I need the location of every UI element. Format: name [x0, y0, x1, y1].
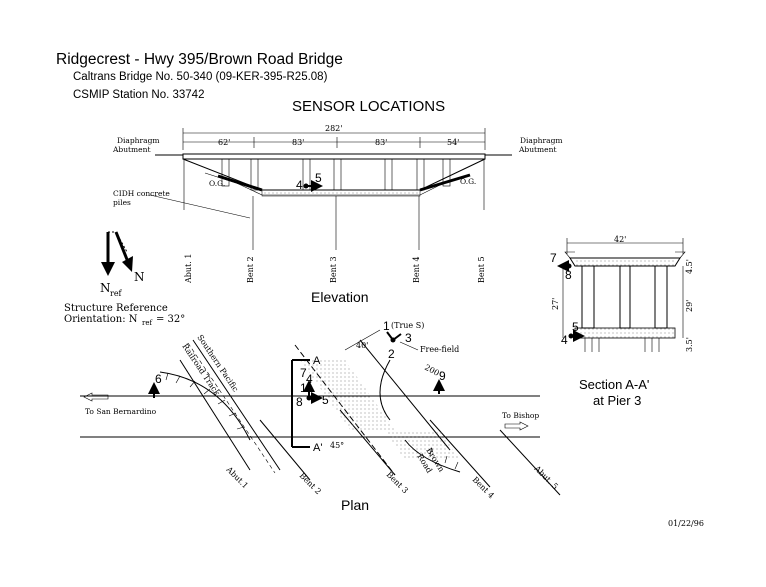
left-slope — [217, 174, 263, 192]
angle-label: 45° — [330, 441, 344, 450]
section-column-3 — [654, 265, 668, 329]
left-barrier — [564, 251, 575, 259]
sensor-6-label: 6 — [155, 372, 162, 386]
plan-bent-3-label: Bent 3 — [385, 470, 410, 495]
elevation-view: 282' 62' 83' 83' 54' Diaphragm Abutment … — [112, 124, 562, 305]
north-label: N — [134, 270, 145, 284]
sensor-8-label: 8 — [296, 395, 303, 409]
abut-5-line — [499, 429, 561, 496]
section-dim-4-5: 4.5' — [685, 259, 694, 274]
to-bishop-label: To Bishop — [502, 411, 539, 420]
abut-1-line — [179, 359, 251, 471]
free-field-label: Free-field — [420, 345, 459, 354]
section-dim-27: 27' — [551, 298, 560, 310]
plan-abut-5-label: Abut. 5 — [532, 463, 560, 491]
bent-columns — [221, 158, 451, 191]
abut-1-label: Abut. 1 — [184, 254, 193, 284]
footing-band — [261, 189, 421, 197]
nref-subscript: ref — [110, 289, 123, 298]
section-sensor-5-label: 5 — [572, 320, 579, 334]
span-1-label: 62' — [218, 138, 230, 147]
bridge-number: Caltrans Bridge No. 50-340 (09-KER-395-R… — [73, 71, 328, 83]
left-end-label-1: Diaphragm — [117, 136, 159, 145]
span-3-label: 83' — [375, 138, 387, 147]
plan-abut-1-label: Abut.1 — [224, 464, 250, 490]
dim-40-label: 40' — [356, 341, 368, 350]
dim-40-line — [344, 329, 381, 351]
station-number: CSMIP Station No. 33742 — [73, 89, 205, 101]
orientation-line-2: Orientation: N — [64, 314, 138, 325]
section-caption-1: Section A-A' — [579, 377, 649, 392]
section-footing — [574, 327, 676, 339]
section-column-2 — [619, 265, 631, 329]
slope-hatching — [165, 372, 459, 470]
to-san-bernardino-label: To San Bernardino — [85, 407, 157, 416]
sensor-9-label: 9 — [439, 369, 446, 383]
section-aa-view: 42' 27' 29' 4.5' 3.5' 7 8 5 — [550, 235, 694, 408]
bent-5-label: Bent 5 — [477, 256, 486, 283]
sensor-5-label: 5 — [315, 171, 322, 185]
bent-2-line — [259, 419, 311, 481]
north-arrow — [114, 231, 130, 263]
section-column-1 — [581, 265, 595, 329]
section-mark-a-prime: A' — [313, 442, 322, 454]
elevation-caption: Elevation — [311, 289, 369, 305]
piles — [183, 160, 485, 250]
sensor-3-label: 3 — [405, 331, 412, 345]
right-end-label-1: Diaphragm — [520, 136, 562, 145]
bridge-deck — [182, 153, 486, 160]
orientation-subscript: ref — [142, 319, 153, 327]
section-sensor-4-label: 4 — [561, 333, 568, 347]
sensor-2-label: 2 — [388, 347, 395, 361]
north-arrows: N N ref Structure Reference Orientation:… — [64, 231, 185, 327]
plan-caption: Plan — [341, 497, 369, 513]
page-title: Ridgecrest - Hwy 395/Brown Road Bridge — [56, 51, 343, 68]
section-mark-a: A — [313, 355, 321, 367]
free-field-curve — [379, 359, 391, 421]
sensor-1-label: 1 — [383, 319, 390, 333]
span-2-label: 83' — [292, 138, 304, 147]
section-caption-2: at Pier 3 — [593, 393, 641, 408]
og-left-label: O.G. — [209, 179, 225, 188]
section-dim-29: 29' — [685, 300, 694, 312]
to-bishop-arrow — [504, 421, 529, 431]
section-piles — [584, 338, 660, 352]
orientation-angle: = 32° — [156, 314, 185, 325]
section-width-label: 42' — [614, 235, 626, 244]
bent-4-label: Bent 4 — [412, 256, 421, 283]
right-slope — [419, 173, 471, 192]
sensor-5-plan-label: 5 — [322, 393, 329, 407]
sensor-locations-heading: SENSOR LOCATIONS — [292, 98, 446, 115]
sensor-4-dot — [303, 183, 309, 189]
to-san-bernardino-arrow — [83, 392, 109, 402]
og-right-label: O.G. — [460, 177, 476, 186]
left-end-label-2: Abutment — [112, 145, 150, 154]
drawing-date: 01/22/96 — [668, 519, 704, 528]
bent-3-label: Bent 3 — [329, 256, 338, 283]
section-dim-3-5: 3.5' — [685, 337, 694, 352]
railroad-track — [192, 339, 281, 471]
right-end-label-2: Abutment — [518, 145, 556, 154]
plan-bent-2-label: Bent 2 — [298, 471, 323, 496]
sensor-4-label: 4 — [296, 178, 303, 192]
right-barrier — [675, 251, 686, 259]
nref-label: N — [100, 281, 111, 295]
bent-2-label: Bent 2 — [246, 256, 255, 283]
piles-label-2: piles — [113, 198, 131, 207]
sensor-4-plan-label: 4 — [306, 372, 313, 386]
plan-view: To San Bernardino To Bishop Southern Pac… — [80, 319, 561, 513]
sensor-1-plan-label: 1 — [300, 381, 307, 395]
true-s-label: (True S) — [391, 321, 424, 330]
piles-label-1: CIDH concrete — [113, 189, 170, 198]
orientation-line-1: Structure Reference — [64, 303, 168, 314]
piles-leader — [149, 194, 251, 219]
section-sensor-8-label: 8 — [565, 268, 572, 282]
bridge-deck-plan — [300, 360, 395, 430]
span-4-label: 54' — [447, 138, 459, 147]
sensor-7-label: 7 — [300, 366, 307, 380]
section-sensor-7-label: 7 — [550, 251, 557, 265]
total-span-label: 282' — [325, 124, 342, 133]
